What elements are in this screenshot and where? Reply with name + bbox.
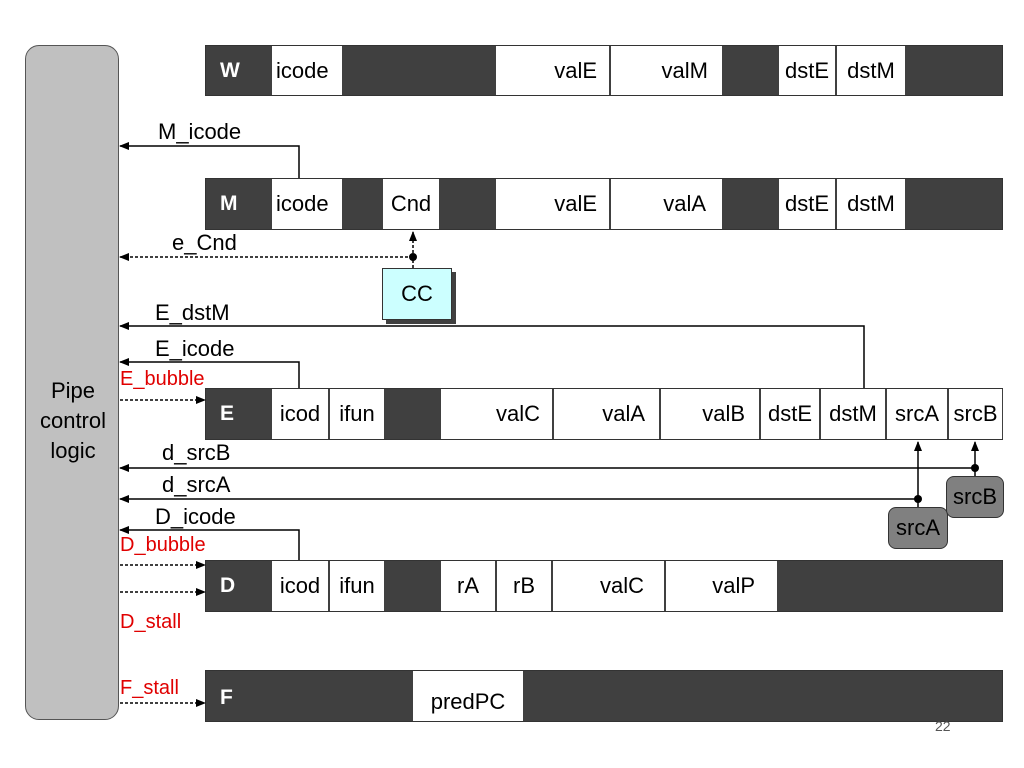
e-dstm-field: dstM <box>820 389 886 439</box>
stage-f-label: F <box>220 686 233 709</box>
d-ra-field: rA <box>440 561 496 611</box>
f-predpc-field: predPC <box>412 671 524 721</box>
m-icode-field: icode <box>271 179 343 229</box>
page-number: 22 <box>935 718 951 734</box>
cc-block: CC <box>382 268 452 320</box>
w-valm-field: valM <box>610 46 723 95</box>
w-vale-field: valE <box>495 46 610 95</box>
e-bubble-label: E_bubble <box>120 368 205 390</box>
d-ifun-field: ifun <box>329 561 385 611</box>
register-f: F predPC <box>205 670 1003 722</box>
e-ifun-field: ifun <box>329 389 385 439</box>
d-icode-label: D_icode <box>155 504 236 529</box>
srca-block: srcA <box>888 507 948 549</box>
e-dstm-wire <box>119 322 865 388</box>
m-vale-field: valE <box>495 179 610 229</box>
stage-w-label: W <box>220 59 240 82</box>
d-icode-wire <box>119 526 300 560</box>
w-dste-field: dstE <box>778 46 836 95</box>
pipe-control-logic-label: Pipe control logic <box>39 378 107 463</box>
d-srca-label: d_srcA <box>162 472 231 497</box>
d-stall-label: D_stall <box>120 611 182 633</box>
cc-junction <box>409 253 417 261</box>
m-vala-field: valA <box>610 179 723 229</box>
d-valc-field: valC <box>552 561 665 611</box>
d-bubble-label: D_bubble <box>120 534 206 556</box>
d-rb-field: rB <box>496 561 552 611</box>
f-stall-label: F_stall <box>120 677 179 699</box>
register-d: D icod ifun rA rB valC valP <box>205 560 1003 612</box>
stage-e-label: E <box>220 402 235 425</box>
srca-junction <box>914 495 922 503</box>
w-icode-field: icode <box>271 46 343 95</box>
register-e: E icod ifun valC valA valB dstE dstM src… <box>205 388 1003 440</box>
d-valp-field: valP <box>665 561 778 611</box>
e-icode-wire <box>119 358 300 388</box>
srcb-block: srcB <box>946 476 1004 518</box>
m-dste-field: dstE <box>778 179 836 229</box>
e-vala-field: valA <box>553 389 660 439</box>
m-icode-label: M_icode <box>158 119 242 144</box>
e-srca-field: srcA <box>886 389 948 439</box>
d-icode-field: icod <box>271 561 329 611</box>
e-dste-field: dstE <box>760 389 820 439</box>
e-icode-field: icod <box>271 389 329 439</box>
e-cnd-label: e_Cnd <box>172 230 237 255</box>
stage-d-label: D <box>220 574 236 597</box>
stage-m-label: M <box>220 192 238 215</box>
register-m: M icode Cnd valE valA dstE dstM <box>205 178 1003 230</box>
e-valb-field: valB <box>660 389 760 439</box>
w-dstm-field: dstM <box>836 46 906 95</box>
pipe-control-logic: Pipe control logic <box>25 45 119 720</box>
e-srcb-field: srcB <box>948 389 1003 439</box>
register-w: W icode valE valM dstE dstM <box>205 45 1003 96</box>
e-valc-field: valC <box>440 389 553 439</box>
m-cnd-field: Cnd <box>382 179 440 229</box>
m-icode-wire <box>119 142 300 178</box>
e-icode-label: E_icode <box>155 336 235 361</box>
d-srcb-label: d_srcB <box>162 440 231 465</box>
e-dstm-label: E_dstM <box>155 300 230 325</box>
srcb-junction <box>971 464 979 472</box>
m-dstm-field: dstM <box>836 179 906 229</box>
